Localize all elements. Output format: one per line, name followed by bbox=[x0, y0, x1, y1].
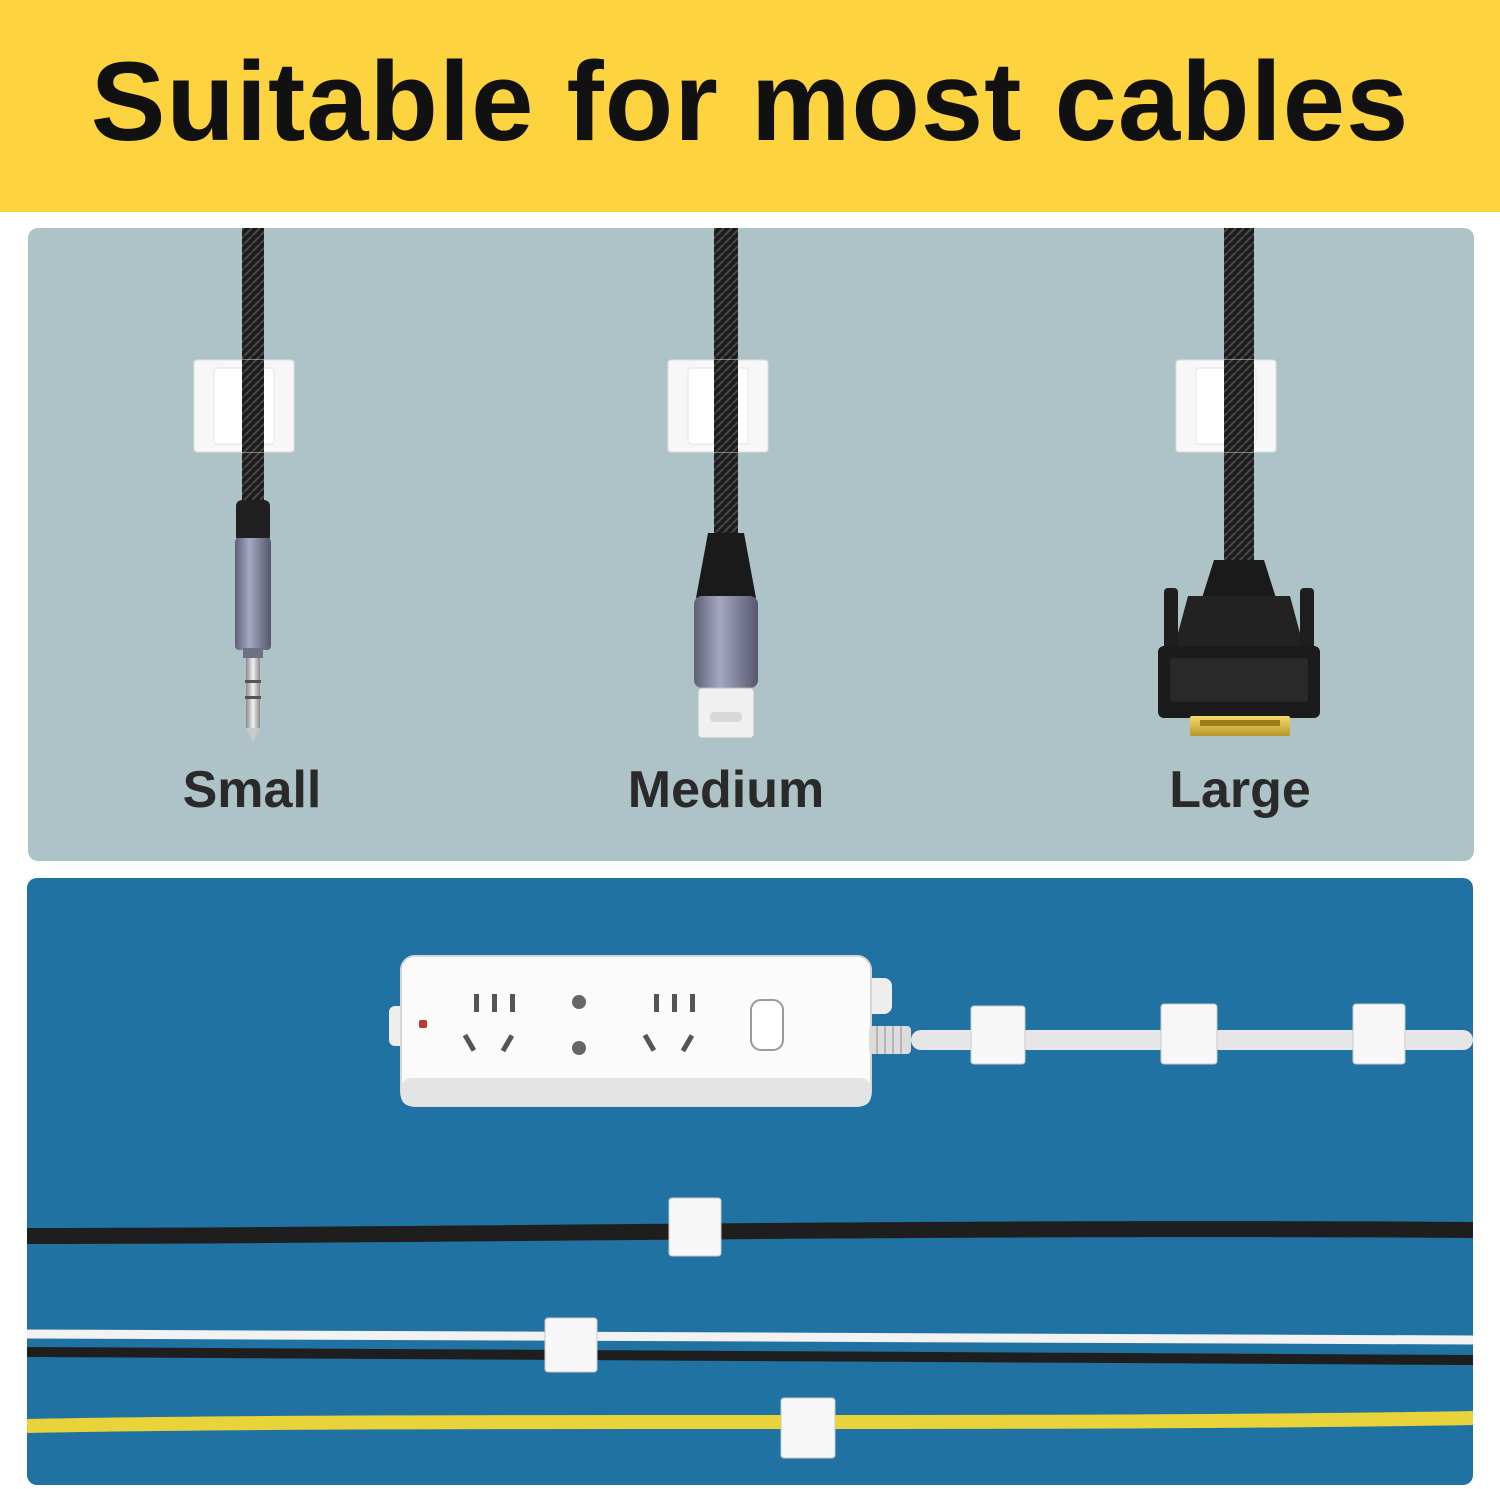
cable-clip-icon bbox=[970, 1003, 1406, 1065]
black-cable-2 bbox=[27, 1347, 1473, 1365]
power-strip-icon bbox=[389, 955, 911, 1107]
cable-clip-icon bbox=[193, 359, 295, 453]
cable-clip-icon bbox=[667, 359, 769, 453]
size-label-large: Large bbox=[1169, 761, 1311, 819]
cable-clip-icon bbox=[668, 1197, 722, 1257]
cable-clip-icon bbox=[780, 1397, 836, 1459]
cable-sizes-illustration bbox=[28, 228, 1474, 861]
cable-clip-icon bbox=[1175, 359, 1277, 453]
size-label-medium: Medium bbox=[627, 761, 825, 819]
cable-clip-icon bbox=[544, 1317, 598, 1373]
size-label-small: Small bbox=[182, 761, 322, 819]
usage-scene-panel bbox=[27, 878, 1473, 1485]
cable-sizes-panel: Small Medium Large bbox=[28, 228, 1474, 861]
page-title: Suitable for most cables bbox=[90, 38, 1410, 164]
black-cable bbox=[27, 1221, 1473, 1244]
yellow-cable bbox=[27, 1411, 1473, 1433]
usage-scene-illustration bbox=[27, 878, 1473, 1485]
header-banner: Suitable for most cables bbox=[0, 0, 1500, 212]
white-cable bbox=[27, 1329, 1473, 1345]
